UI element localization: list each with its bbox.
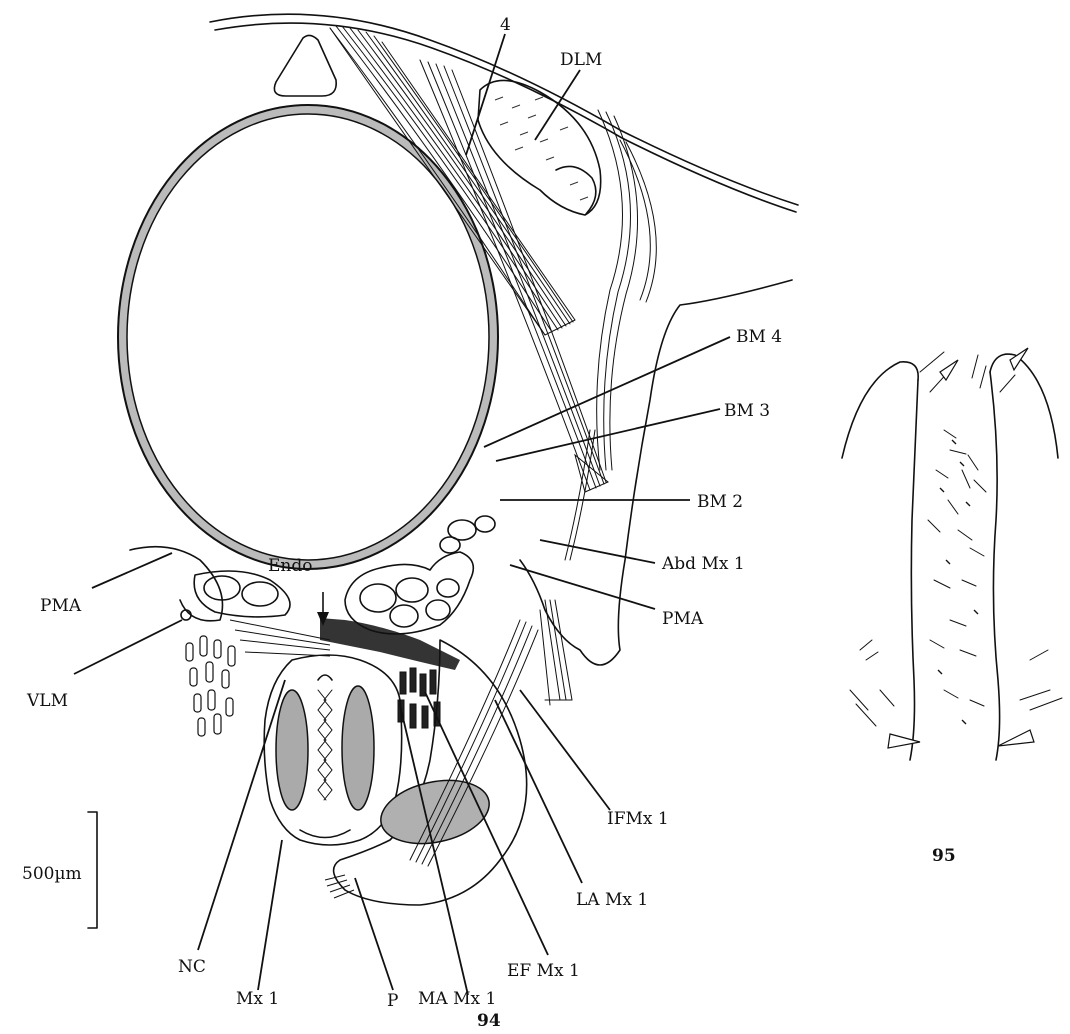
figure-94-drawing bbox=[74, 14, 798, 995]
label-ifmx1: IFMx 1 bbox=[607, 809, 669, 829]
label-ef-mx1: EF Mx 1 bbox=[507, 961, 580, 981]
label-endo: Endo bbox=[268, 556, 312, 576]
dorsal-vessel bbox=[274, 35, 336, 96]
label-ma-mx1: MA Mx 1 bbox=[418, 989, 496, 1009]
dlm-muscle bbox=[478, 80, 601, 215]
label-abd-mx1: Abd Mx 1 bbox=[661, 554, 745, 574]
label-bm2: BM 2 bbox=[697, 492, 743, 512]
label-p: P bbox=[387, 991, 398, 1011]
label-vlm: VLM bbox=[26, 691, 68, 711]
ring-structure bbox=[118, 105, 498, 569]
label-pma-left: PMA bbox=[40, 596, 82, 616]
label-bm4: BM 4 bbox=[736, 327, 782, 347]
left-cluster bbox=[130, 547, 290, 736]
figure-95-drawing bbox=[842, 348, 1062, 760]
label-4: 4 bbox=[500, 15, 511, 35]
label-dlm: DLM bbox=[560, 50, 602, 70]
figure-95-number: 95 bbox=[932, 846, 956, 866]
label-nc: NC bbox=[178, 957, 206, 977]
scale-bar-label: 500µm bbox=[22, 864, 82, 884]
scale-bar-graphic bbox=[88, 812, 97, 928]
label-la-mx1: LA Mx 1 bbox=[576, 890, 648, 910]
label-bm3: BM 3 bbox=[724, 401, 770, 421]
label-pma-right: PMA bbox=[662, 609, 704, 629]
label-mx1: Mx 1 bbox=[236, 989, 279, 1009]
figure-94-number: 94 bbox=[477, 1011, 501, 1029]
